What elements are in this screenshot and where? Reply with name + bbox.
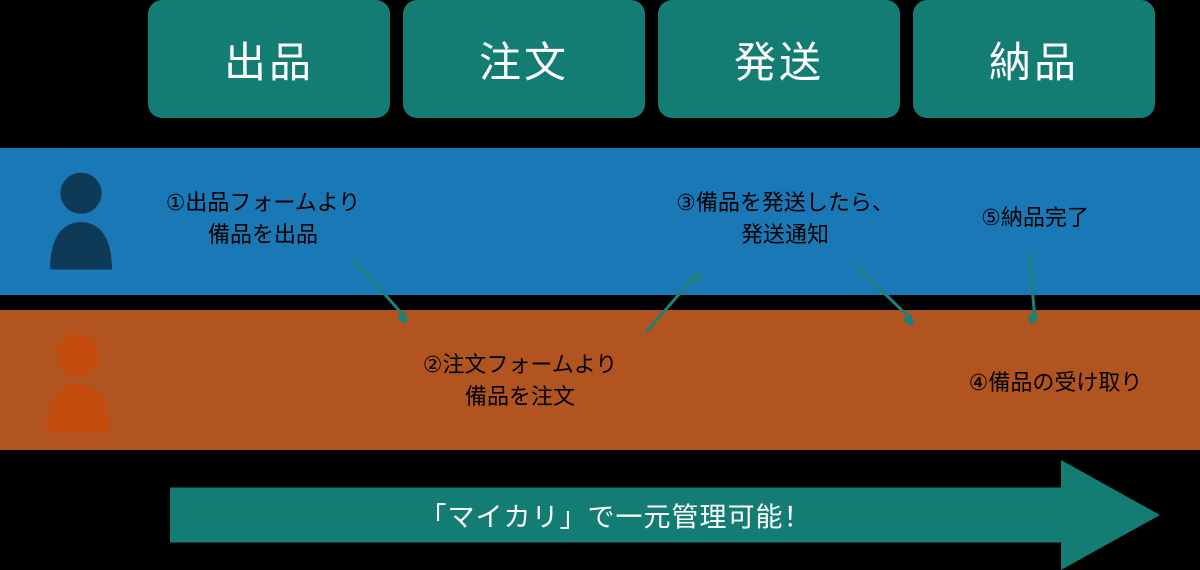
step-3-line-2: 発送通知 — [740, 222, 829, 248]
step-2-line-2: 備品を注文 — [464, 384, 575, 410]
seller-person-icon — [48, 168, 114, 276]
step-5-line-1: ⑤納品完了 — [981, 206, 1089, 231]
seller-lane — [0, 148, 1200, 295]
stage-box-order: 注文 — [403, 0, 645, 118]
step-5-annotation: ⑤納品完了 — [930, 203, 1140, 235]
stage-box-delivery: 納品 — [913, 0, 1155, 118]
step-3-annotation: ③備品を発送したら、 発送通知 — [640, 188, 930, 252]
step-4-line-1: ④備品の受け取り — [968, 371, 1143, 396]
stage-label-listing: 出品 — [223, 37, 314, 87]
step-4-annotation: ④備品の受け取り — [928, 368, 1183, 400]
buyer-lane — [0, 310, 1200, 450]
stage-label-delivery: 納品 — [988, 37, 1079, 87]
stage-label-shipping: 発送 — [733, 37, 824, 87]
stage-row: 出品 注文 発送 納品 — [148, 0, 1155, 118]
step-2-line-1: ②注文フォームより — [422, 353, 618, 378]
buyer-person-icon — [44, 330, 112, 438]
step-3-line-1: ③備品を発送したら、 — [676, 191, 894, 216]
stage-label-order: 注文 — [478, 37, 569, 87]
banner-arrow: 「マイカリ」で一元管理可能！ — [170, 460, 1160, 570]
stage-box-shipping: 発送 — [658, 0, 900, 118]
step-2-annotation: ②注文フォームより 備品を注文 — [380, 350, 660, 414]
step-1-line-1: ①出品フォームより — [165, 191, 361, 216]
step-1-line-2: 備品を出品 — [207, 222, 318, 248]
stage-box-listing: 出品 — [148, 0, 390, 118]
banner-text: 「マイカリ」で一元管理可能！ — [419, 502, 812, 534]
step-1-annotation: ①出品フォームより 備品を出品 — [118, 188, 408, 252]
